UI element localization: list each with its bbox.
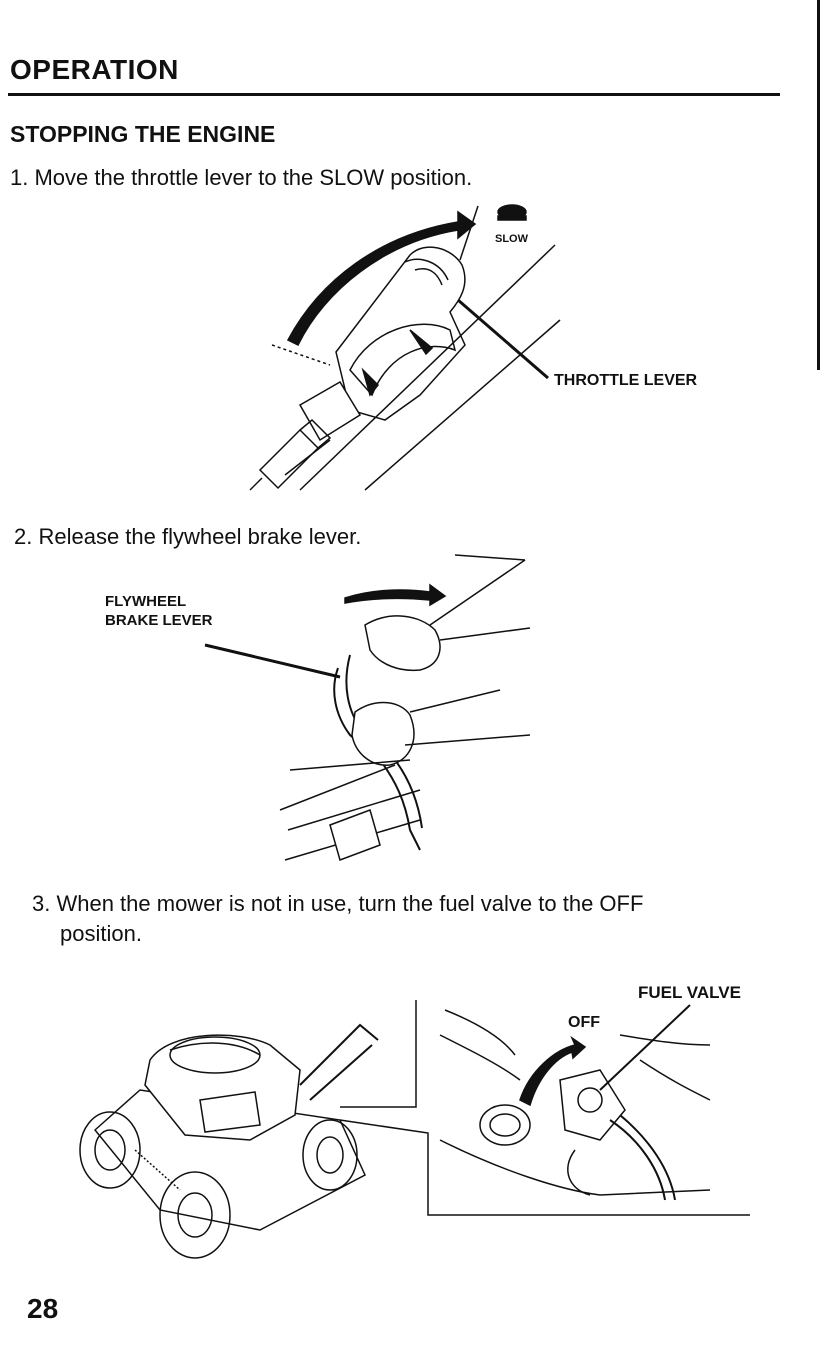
flywheel-brake-figure (205, 555, 530, 860)
flywheel-brake-callout: FLYWHEEL BRAKE LEVER (105, 592, 213, 630)
mower-figure (80, 1000, 750, 1258)
step-3-line2: position. (32, 919, 732, 949)
off-label: OFF (568, 1013, 600, 1032)
slow-label: SLOW (495, 230, 528, 249)
flywheel-callout-line1: FLYWHEEL (105, 592, 213, 611)
step-3-line1: 3. When the mower is not in use, turn th… (32, 891, 643, 916)
step-2-text: 2. Release the flywheel brake lever. (14, 522, 361, 552)
throttle-lever-callout: THROTTLE LEVER (554, 371, 697, 390)
page-number: 28 (27, 1293, 58, 1325)
turtle-icon (498, 205, 526, 220)
flywheel-callout-line2: BRAKE LEVER (105, 611, 213, 630)
fuel-valve-figure (440, 1005, 710, 1200)
release-direction-arrow (345, 585, 445, 605)
step-3-text: 3. When the mower is not in use, turn th… (32, 889, 732, 949)
fuel-valve-callout: FUEL VALVE (638, 983, 741, 1002)
